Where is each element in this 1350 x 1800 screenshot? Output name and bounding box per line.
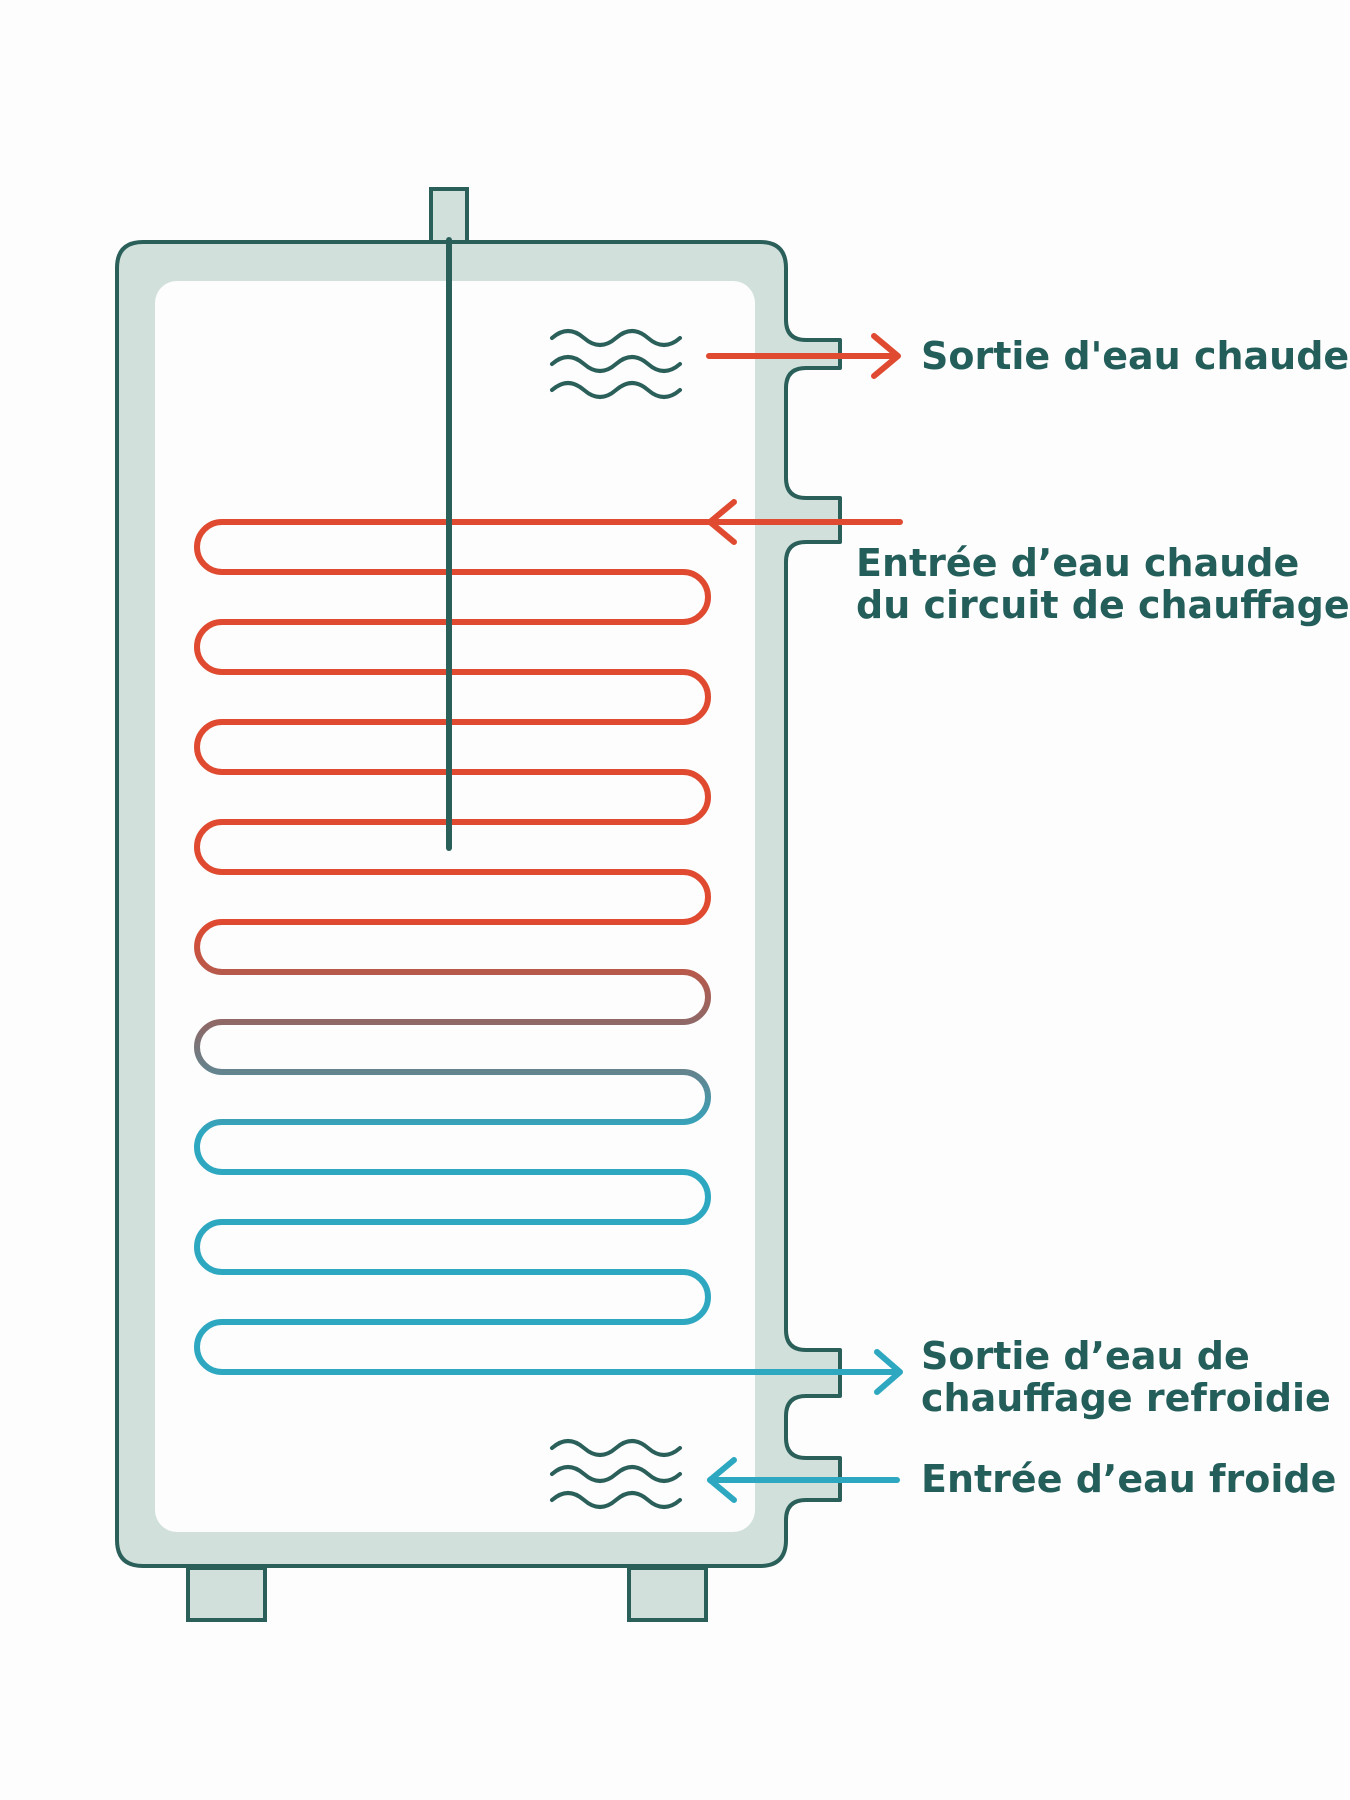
label-cooled-heating-water-out-line1: Sortie d’eau de: [921, 1334, 1250, 1378]
arrow-right-icon: [706, 333, 901, 379]
label-cooled-heating-water-out-line2: chauffage refroidie: [921, 1376, 1331, 1420]
water-waves-icon: [550, 329, 682, 399]
label-heating-water-in-line1: Entrée d’eau chaude: [856, 541, 1300, 585]
tank-interior: [155, 281, 755, 1532]
heating-coil: [194, 519, 903, 1375]
arrow-left-icon: [707, 1457, 900, 1503]
label-hot-water-out-text: Sortie d'eau chaude: [921, 334, 1350, 378]
label-cold-water-in: Entrée d’eau froide: [921, 1458, 1336, 1500]
arrow-left-icon: [707, 499, 737, 545]
label-cooled-heating-water-out: Sortie d’eau de chauffage refroidie: [921, 1335, 1331, 1419]
water-waves-icon: [550, 1439, 682, 1509]
top-fitting: [429, 187, 469, 244]
label-heating-water-in: Entrée d’eau chaude du circuit de chauff…: [856, 542, 1350, 626]
label-hot-water-out: Sortie d'eau chaude: [921, 335, 1349, 377]
tank-foot-right: [627, 1566, 708, 1622]
arrow-right-icon: [874, 1349, 903, 1395]
label-heating-water-in-line2: du circuit de chauffage: [856, 583, 1350, 627]
label-cold-water-in-text: Entrée d’eau froide: [921, 1457, 1337, 1501]
tank-foot-left: [186, 1566, 267, 1622]
